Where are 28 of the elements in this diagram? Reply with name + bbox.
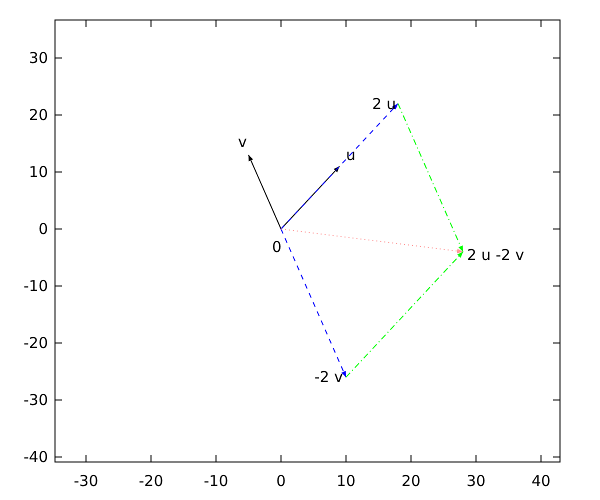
- vector-arrow: [248, 154, 282, 230]
- vector-arrow: [280, 228, 346, 378]
- point-label: -2 v: [314, 368, 343, 386]
- point-label: u: [346, 146, 356, 164]
- point-label: 2 u: [372, 95, 396, 113]
- tick-label: -10: [24, 277, 48, 295]
- tick-label: -20: [24, 334, 48, 352]
- tick-label: -20: [138, 472, 164, 490]
- vector-arrow: [346, 251, 464, 378]
- tick-label: 30: [28, 49, 48, 67]
- tick-label: -40: [24, 448, 48, 466]
- vector-arrow: [398, 103, 464, 252]
- tick-label: 10: [28, 163, 48, 181]
- tick-label: 20: [401, 472, 421, 490]
- tick-label: 0: [38, 220, 48, 238]
- tick-label: -30: [24, 391, 48, 409]
- tick-label: -10: [204, 472, 228, 490]
- tick-label: 40: [531, 472, 551, 490]
- tick-label: 0: [276, 472, 286, 490]
- tick-label: 20: [28, 106, 48, 124]
- point-label: 2 u -2 v: [467, 246, 524, 264]
- tick-label: 30: [466, 472, 486, 490]
- point-label: v: [238, 133, 247, 151]
- vector-arrow: [280, 103, 398, 230]
- vector-arrow: [280, 228, 464, 254]
- point-label: 0: [272, 238, 282, 256]
- tick-label: 10: [336, 472, 356, 490]
- tick-label: -30: [74, 472, 98, 490]
